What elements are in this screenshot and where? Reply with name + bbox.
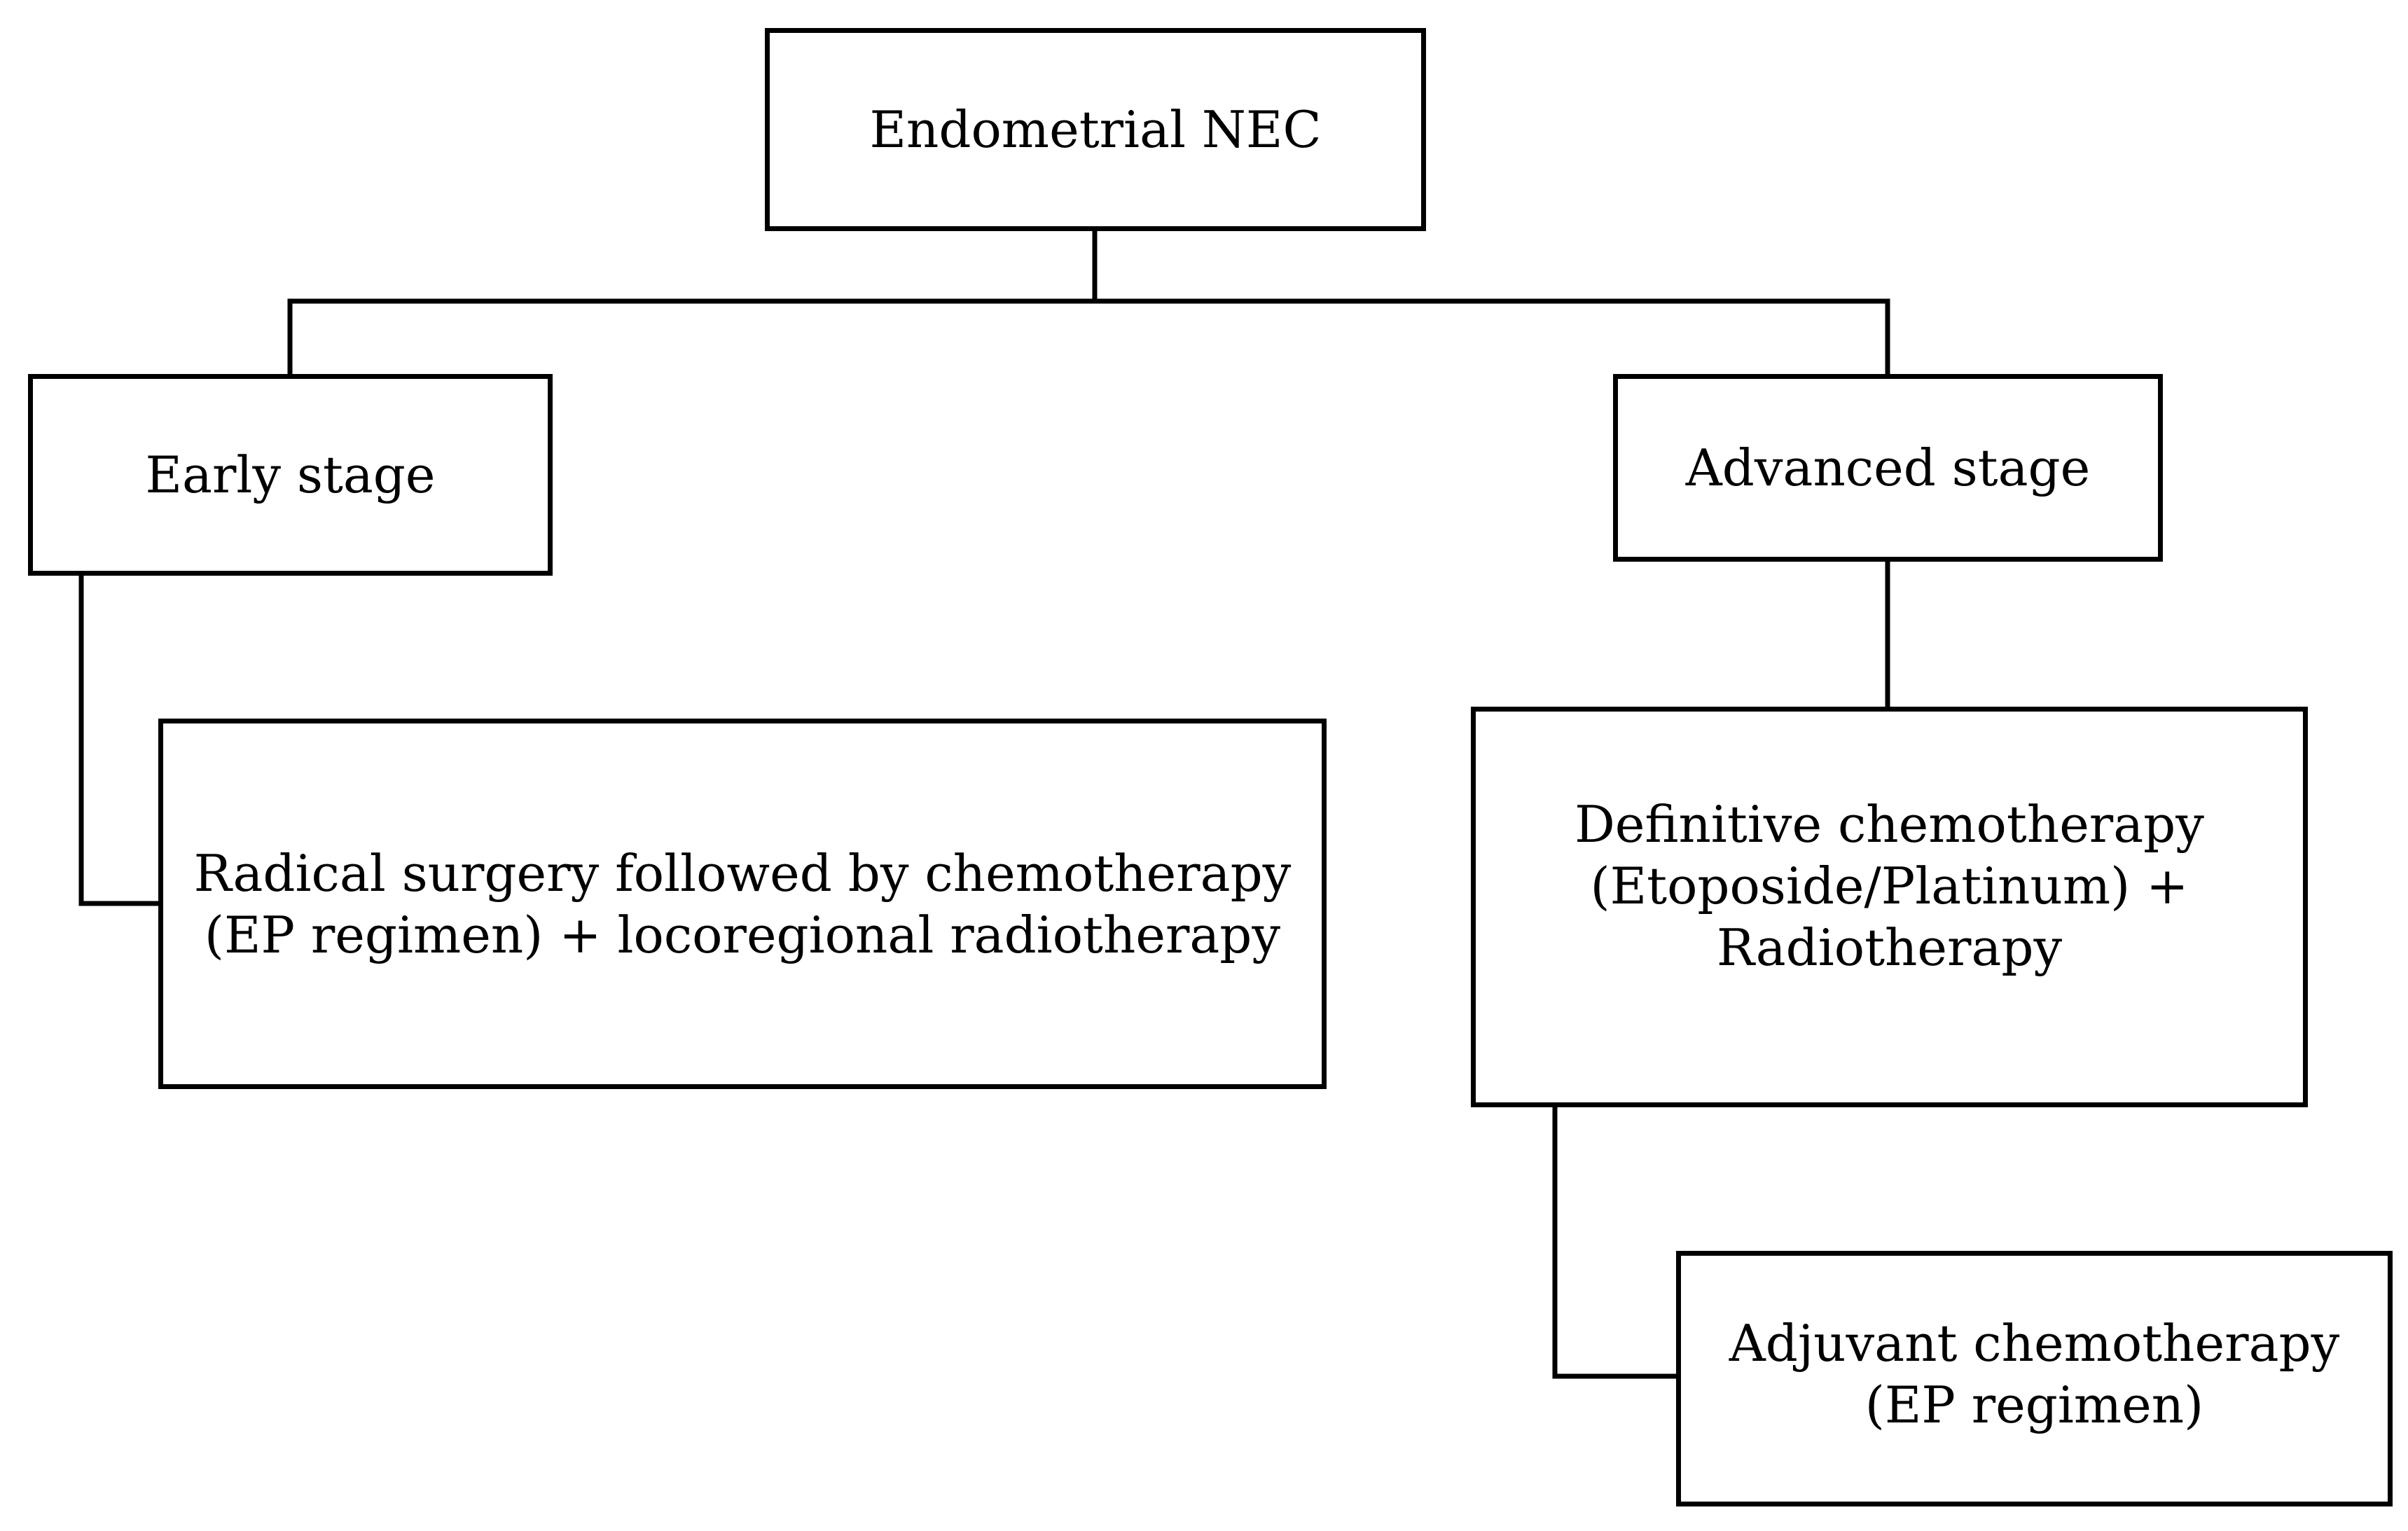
advanced-treatment-line: Radiotherapy	[1716, 918, 2063, 977]
advanced-treatment-node: Definitive chemotherapy (Etoposide/Plati…	[1471, 707, 2308, 1107]
adjuvant-line: Adjuvant chemotherapy	[1729, 1313, 2340, 1373]
advanced-treatment-line: Definitive chemotherapy	[1575, 795, 2204, 854]
early-stage-node: Early stage	[28, 374, 553, 576]
early-treatment-line: (EP regimen) + locoregional radiotherapy	[204, 905, 1281, 964]
connector-root-to-stages	[287, 298, 1890, 377]
root-node-endometrial-nec: Endometrial NEC	[765, 28, 1426, 231]
advanced-stage-label: Advanced stage	[1685, 438, 2091, 497]
advanced-treatment-line: (Etoposide/Platinum) +	[1590, 857, 2189, 915]
adjuvant-line: (EP regimen)	[1864, 1375, 2204, 1434]
early-treatment-line: Radical surgery followed by chemotherapy	[193, 843, 1292, 903]
adjuvant-chemotherapy-node: Adjuvant chemotherapy (EP regimen)	[1676, 1251, 2393, 1506]
connector-early-to-surgery	[78, 573, 161, 906]
advanced-stage-node: Advanced stage	[1613, 374, 2163, 562]
early-stage-label: Early stage	[145, 445, 436, 504]
connector-definitive-to-adjuvant	[1552, 1104, 1679, 1379]
root-node-label: Endometrial NEC	[869, 100, 1322, 159]
early-treatment-node: Radical surgery followed by chemotherapy…	[158, 719, 1327, 1089]
